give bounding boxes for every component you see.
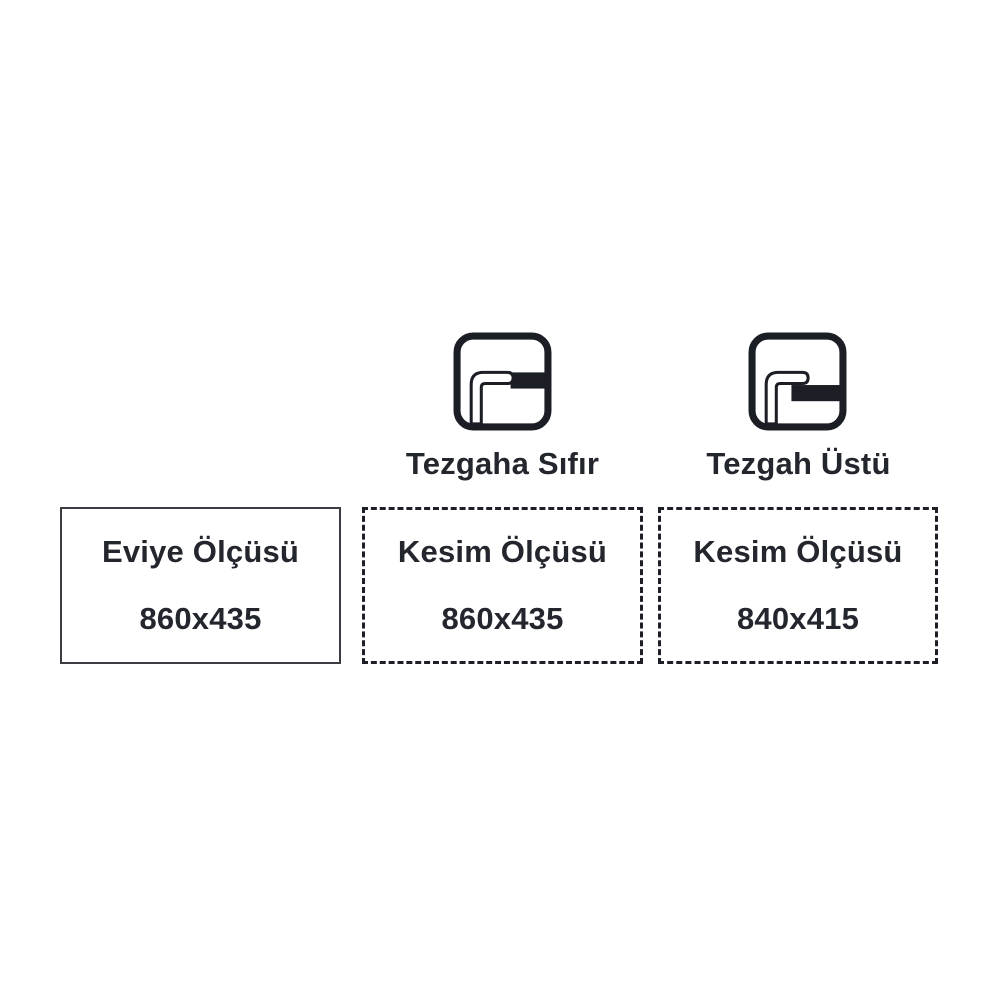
cut-size-box-flush: Kesim Ölçüsü 860x435 — [362, 507, 643, 664]
sink-size-value: 860x435 — [139, 601, 262, 636]
cut-size-title-flush: Kesim Ölçüsü — [397, 533, 608, 569]
cut-size-value-topmount: 840x415 — [736, 601, 860, 636]
mount-type-label-flush: Tezgaha Sıfır — [405, 446, 600, 481]
mount-type-label-topmount: Tezgah Üstü — [706, 446, 891, 481]
sink-size-title: Eviye Ölçüsü — [101, 533, 300, 569]
flush-mount-icon — [452, 331, 553, 432]
cut-size-value-flush: 860x435 — [441, 601, 564, 636]
cut-size-title-topmount: Kesim Ölçüsü — [693, 533, 903, 569]
top-mount-icon — [747, 331, 848, 432]
cut-size-box-topmount: Kesim Ölçüsü 840x415 — [658, 507, 938, 664]
sink-size-box: Eviye Ölçüsü 860x435 — [60, 507, 341, 664]
